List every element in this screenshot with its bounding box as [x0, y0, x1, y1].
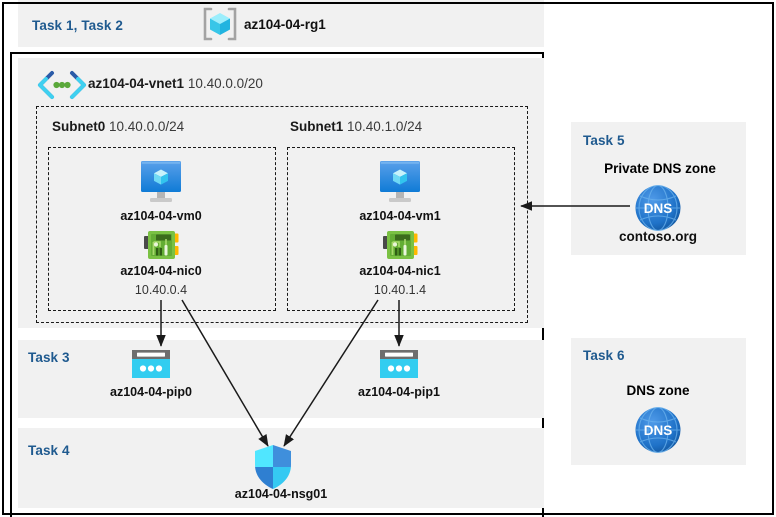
- task-label-5: Task 5: [583, 133, 625, 148]
- resource-group-name: az104-04-rg1: [244, 17, 326, 32]
- network-interface-icon: [143, 228, 183, 264]
- virtual-network-icon: [36, 70, 88, 100]
- public-ip-address-icon: [130, 348, 172, 381]
- subnet1-name: Subnet1: [290, 119, 344, 134]
- vm0-label: az104-04-vm0: [120, 209, 202, 223]
- resource-group-panel: [18, 0, 544, 47]
- vnet-header: az104-04-vnet1 10.40.0.0/20: [88, 76, 263, 91]
- task-label-3: Task 3: [28, 350, 70, 365]
- task-label-6: Task 6: [583, 348, 625, 363]
- vnet-name: az104-04-vnet1: [88, 76, 185, 91]
- subnet1-resources-box: [287, 147, 515, 311]
- task-label-4: Task 4: [28, 443, 70, 458]
- subnet1-prefix: 10.40.1.0/24: [347, 119, 423, 134]
- public-ip-address-icon: [378, 348, 420, 381]
- dns-icon-text: DNS: [644, 201, 673, 216]
- dns-icon-text: DNS: [644, 423, 673, 438]
- resource-group-icon: [200, 7, 240, 41]
- nic0-ip: 10.40.0.4: [134, 283, 188, 297]
- subnet0-name: Subnet0: [52, 119, 106, 134]
- nsg-label: az104-04-nsg01: [234, 487, 328, 501]
- private-dns-heading: Private DNS zone: [604, 161, 716, 176]
- vnet-address-space: 10.40.0.0/20: [187, 76, 263, 91]
- dns-zone-icon: DNS: [632, 182, 684, 234]
- nic1-label: az104-04-nic1: [359, 264, 441, 278]
- pip1-label: az104-04-pip1: [358, 385, 440, 399]
- task-label-1-2: Task 1, Task 2: [32, 18, 123, 33]
- subnets-wrapper: [36, 106, 528, 323]
- public-ip-panel: [18, 340, 544, 418]
- vnet-panel: [18, 58, 544, 328]
- dns-zone-icon: DNS: [632, 404, 684, 456]
- vm1-label: az104-04-vm1: [359, 209, 441, 223]
- subnet0-header: Subnet0 10.40.0.0/24: [52, 119, 184, 134]
- network-security-group-icon: [251, 443, 295, 491]
- subnet1-header: Subnet1 10.40.1.0/24: [290, 119, 422, 134]
- nic0-label: az104-04-nic0: [120, 264, 202, 278]
- pip0-label: az104-04-pip0: [110, 385, 192, 399]
- subnet0-prefix: 10.40.0.0/24: [109, 119, 185, 134]
- nic1-ip: 10.40.1.4: [373, 283, 427, 297]
- network-interface-icon: [382, 228, 422, 264]
- private-dns-zone-name: contoso.org: [619, 229, 697, 244]
- virtual-machine-icon: [372, 158, 428, 206]
- public-dns-heading: DNS zone: [626, 383, 690, 398]
- virtual-machine-icon: [133, 158, 189, 206]
- subnet0-resources-box: [48, 147, 276, 311]
